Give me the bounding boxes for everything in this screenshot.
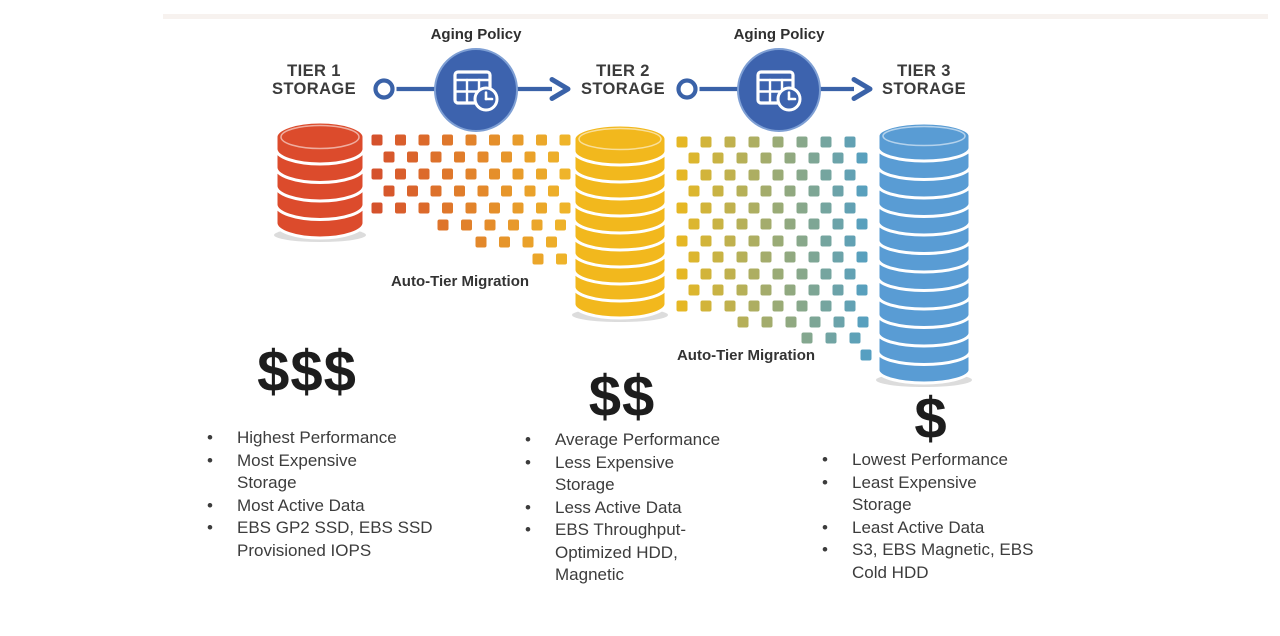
list-item: Least Active Data [811,517,1071,540]
tier1-storage-cylinder-icon [274,120,366,242]
calendar-clock-icon [453,70,499,112]
arrow-head [549,77,571,101]
tier1-storage-label: TIER 1 STORAGE [271,62,357,98]
tier1-cost-indicator: $$$ [257,339,357,404]
aging-policy-label: Aging Policy [430,26,522,43]
aging-policy-label: Aging Policy [733,26,825,43]
list-item: Less Expensive Storage [514,452,764,497]
tier3-cost-indicator: $ [914,386,948,451]
list-item: EBS GP2 SSD, EBS SSD Provisioned IOPS [196,517,446,562]
arrow-tail-ring [676,78,698,100]
migration-dots [371,134,571,265]
background-artifact-band [163,14,1268,19]
migration-dots [676,136,872,361]
tier2-feature-list: Average PerformanceLess Expensive Storag… [514,429,764,587]
tier2-storage-label: TIER 2 STORAGE [580,62,666,98]
tier3-feature-list: Lowest PerformanceLeast Expensive Storag… [811,449,1071,584]
list-item: EBS Throughput- Optimized HDD, Magnetic [514,519,764,587]
aging-policy-badge [737,48,821,132]
list-item: Less Active Data [514,497,764,520]
arrow-tail-ring [373,78,395,100]
calendar-clock-icon [756,70,802,112]
list-item: S3, EBS Magnetic, EBS Cold HDD [811,539,1071,584]
aging-policy-badge [434,48,518,132]
list-item: Average Performance [514,429,764,452]
auto-tier-migration-label: Auto-Tier Migration [676,347,816,364]
list-item: Most Expensive Storage [196,450,446,495]
tier3-storage-label: TIER 3 STORAGE [881,62,967,98]
list-item: Most Active Data [196,495,446,518]
tier1-feature-list: Highest PerformanceMost Expensive Storag… [196,427,446,562]
auto-tier-migration-label: Auto-Tier Migration [390,273,530,290]
arrow-head [851,77,873,101]
tier2-cost-indicator: $$ [588,364,656,429]
list-item: Highest Performance [196,427,446,450]
list-item: Lowest Performance [811,449,1071,472]
list-item: Least Expensive Storage [811,472,1071,517]
tier2-storage-cylinder-icon [572,123,668,322]
tier3-storage-cylinder-icon [876,121,972,387]
